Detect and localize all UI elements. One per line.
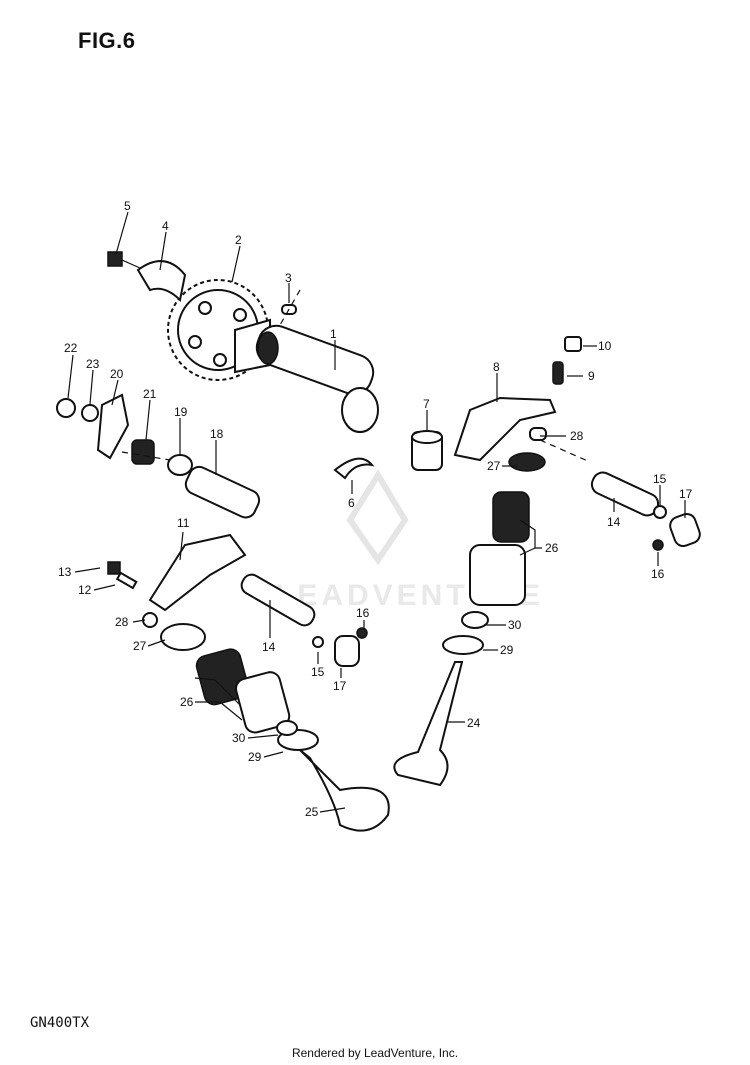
callout-14-left: 14 <box>262 640 276 654</box>
valve-springs-left <box>195 648 291 734</box>
valve-seal-right <box>461 611 489 629</box>
footer-credit: Rendered by LeadVenture, Inc. <box>291 1046 459 1060</box>
adjuster-left <box>107 561 138 590</box>
camshaft <box>234 318 379 433</box>
rocker-arm-right <box>453 396 557 462</box>
callout-26-right: 26 <box>545 541 559 555</box>
nut-left <box>56 398 76 418</box>
bracket <box>136 260 187 303</box>
callout-27-left: 27 <box>133 639 147 653</box>
callout-15-right: 15 <box>653 472 667 486</box>
callout-20: 20 <box>110 367 124 381</box>
rocker-nut-right <box>564 336 582 352</box>
callout-4: 4 <box>162 219 169 233</box>
callout-21: 21 <box>143 387 157 401</box>
callout-25: 25 <box>305 805 319 819</box>
callout-28-right: 28 <box>570 429 584 443</box>
callout-15-left: 15 <box>311 665 325 679</box>
callout-8: 8 <box>493 360 500 374</box>
circlip <box>333 457 375 480</box>
callout-1: 1 <box>330 327 337 341</box>
callout-12: 12 <box>78 583 92 597</box>
bolt <box>107 251 141 269</box>
leader-lines <box>67 211 686 813</box>
callout-24: 24 <box>467 716 481 730</box>
oring-right <box>653 505 667 519</box>
callout-30-right: 30 <box>508 618 522 632</box>
cap-bolt-right <box>652 539 664 551</box>
spring-seat-right <box>442 635 484 655</box>
callout-14-right: 14 <box>607 515 621 529</box>
callout-17-right: 17 <box>679 487 693 501</box>
rocker-arm-left <box>148 533 247 612</box>
callout-26-left: 26 <box>180 695 194 709</box>
callout-6: 6 <box>348 496 355 510</box>
washer-left <box>81 404 99 422</box>
cap-bolt-left <box>356 627 368 639</box>
callout-11: 11 <box>177 516 190 530</box>
part-callouts: 1 2 3 4 5 6 7 8 9 10 11 12 13 14 14 15 1… <box>58 199 693 819</box>
oil-seal <box>167 454 193 476</box>
callout-2: 2 <box>235 233 242 247</box>
intake-valve <box>393 661 464 787</box>
cotter-right <box>529 427 547 441</box>
model-code: GN400TX <box>30 1015 90 1031</box>
shaft-cap-right <box>669 512 701 548</box>
callout-5: 5 <box>124 199 131 213</box>
spring-retainer-right <box>508 452 546 472</box>
valve-springs-right <box>469 491 530 606</box>
tappet <box>411 430 443 471</box>
callout-13: 13 <box>58 565 72 579</box>
cotter-left <box>142 612 158 628</box>
decompression-spring <box>131 439 155 465</box>
oring-left <box>312 636 324 648</box>
decompression-lever <box>96 393 130 460</box>
callout-7: 7 <box>423 397 430 411</box>
callout-27-right: 27 <box>487 459 501 473</box>
callout-22: 22 <box>64 341 78 355</box>
callout-16-left: 16 <box>356 606 370 620</box>
rocker-shaft-right <box>590 471 660 517</box>
adjuster-right <box>552 361 564 385</box>
callout-30-left: 30 <box>232 731 246 745</box>
callout-29-left: 29 <box>248 750 262 764</box>
valve-seal-left <box>276 720 298 736</box>
callout-9: 9 <box>588 369 595 383</box>
watermark-logo <box>346 469 409 566</box>
callout-16-right: 16 <box>651 567 665 581</box>
decompression-shaft <box>184 465 261 519</box>
exhaust-valve <box>299 749 390 832</box>
callout-10: 10 <box>598 339 612 353</box>
rocker-shaft-left <box>240 573 316 627</box>
spring-retainer-left <box>160 623 206 651</box>
callout-29-right: 29 <box>500 643 514 657</box>
callout-23: 23 <box>86 357 100 371</box>
figure-title: FIG.6 <box>78 28 136 53</box>
callout-28-left: 28 <box>115 615 129 629</box>
callout-17-left: 17 <box>333 679 347 693</box>
callout-3: 3 <box>285 271 292 285</box>
shaft-cap-left <box>334 635 360 667</box>
callout-19: 19 <box>174 405 188 419</box>
callout-18: 18 <box>210 427 224 441</box>
